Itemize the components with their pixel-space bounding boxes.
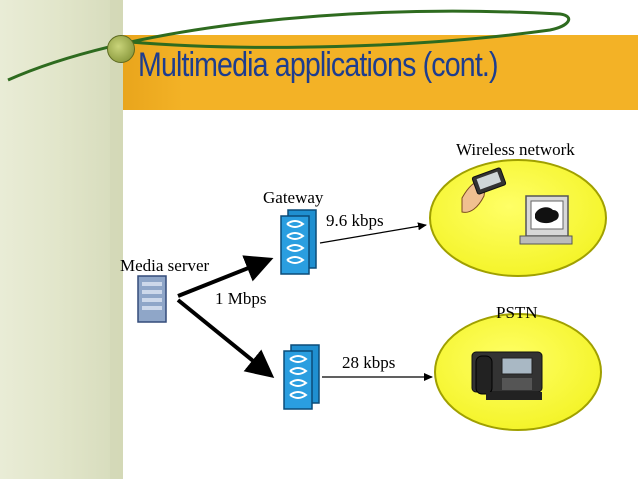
slide-title: Multimedia applications (cont.)	[138, 46, 499, 84]
slide-sidebar	[0, 0, 123, 479]
handheld-device-icon	[461, 167, 507, 213]
sidebar-background	[0, 0, 123, 479]
decorative-swoosh	[7, 9, 571, 82]
server-icon	[137, 275, 167, 323]
label-rate-wireless: 9.6 kbps	[326, 211, 384, 230]
desktop-computer-icon	[519, 195, 573, 245]
wireless-network-cloud	[429, 159, 607, 277]
desk-phone-icon	[471, 351, 543, 400]
link-arrow-gateway-to-wireless	[319, 222, 427, 244]
flower-logo-icon	[107, 35, 135, 63]
link-arrow-server-to-gateway	[177, 255, 274, 298]
router-gateway-icon	[283, 344, 320, 410]
link-arrow-server-to-gateway-pstn	[176, 298, 275, 379]
label-media-server: Media server	[120, 256, 210, 275]
label-rate-server: 1 Mbps	[215, 289, 267, 308]
sidebar-strip	[110, 0, 123, 479]
label-pstn: PSTN	[496, 303, 538, 322]
label-wireless-network: Wireless network	[456, 140, 575, 159]
router-gateway-icon	[280, 209, 317, 275]
label-rate-pstn: 28 kbps	[342, 353, 396, 372]
label-gateway: Gateway	[263, 188, 324, 207]
